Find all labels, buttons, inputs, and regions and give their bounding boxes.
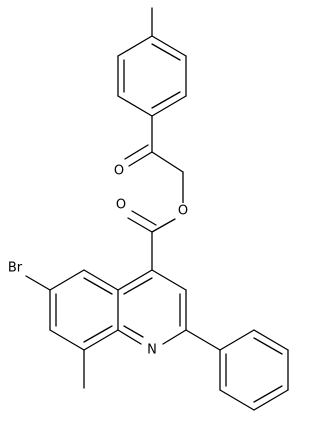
bromine-label: Br: [8, 261, 23, 276]
phenyl-bond: [219, 389, 255, 411]
quinoline-substituents: [25, 275, 221, 389]
phenyl-ring: [219, 329, 289, 411]
tolyl-ring: [117, 7, 187, 117]
tolyl-ring-bond: [151, 35, 187, 57]
quinoline-pyridine-ring: [117, 269, 187, 345]
atom-labels: O O O Br N: [8, 164, 189, 358]
benzo-bond: [83, 329, 119, 351]
nitrogen-label: N: [147, 343, 157, 358]
phenyl-double-bond: [253, 385, 283, 403]
ketone-double-bond: [124, 144, 149, 160]
ester-oxygen-label-bg: [177, 203, 189, 219]
ketone-to-ch2-bond: [151, 151, 184, 173]
pyridine-bond: [162, 329, 187, 345]
phenyl-double-bond: [253, 337, 283, 355]
ester-oxygen-label: O: [178, 204, 188, 219]
benzo-double-bond: [83, 325, 113, 343]
ester-group: [127, 210, 176, 271]
quinoline-to-phenyl-bond: [185, 329, 221, 351]
ester-double-bond: [131, 210, 157, 226]
pyridine-bond: [117, 269, 153, 291]
oxygen-to-carbonyl-bond: [151, 218, 176, 233]
benzo-bond: [49, 269, 85, 291]
tolyl-double-bond: [151, 43, 181, 61]
bromo-bond: [25, 275, 51, 291]
quinoline-benzo-ring: [49, 269, 119, 351]
benzo-double-bond: [83, 277, 113, 295]
ketone-double-bond: [128, 151, 153, 167]
keto-linker: [124, 115, 184, 204]
phenyl-bond: [253, 389, 289, 411]
pyridine-double-bond: [123, 325, 144, 338]
phenyl-bond: [253, 329, 289, 351]
benzo-bond: [49, 329, 85, 351]
ester-double-bond: [127, 217, 153, 233]
chemical-structure-diagram: O O O Br N: [8, 7, 289, 411]
ester-carbonyl-oxygen-label: O: [116, 198, 126, 213]
tolyl-ring-bond: [117, 95, 153, 117]
tolyl-double-bond: [151, 91, 181, 109]
pyridine-bond: [117, 329, 142, 345]
tolyl-ring-bond: [117, 35, 153, 57]
ketone-oxygen-label: O: [114, 164, 124, 179]
tolyl-ring-bond: [151, 95, 187, 117]
benzo-bond: [83, 269, 119, 291]
pyridine-double-bond: [123, 277, 153, 295]
pyridine-bond: [151, 269, 187, 291]
phenyl-bond: [219, 329, 255, 351]
